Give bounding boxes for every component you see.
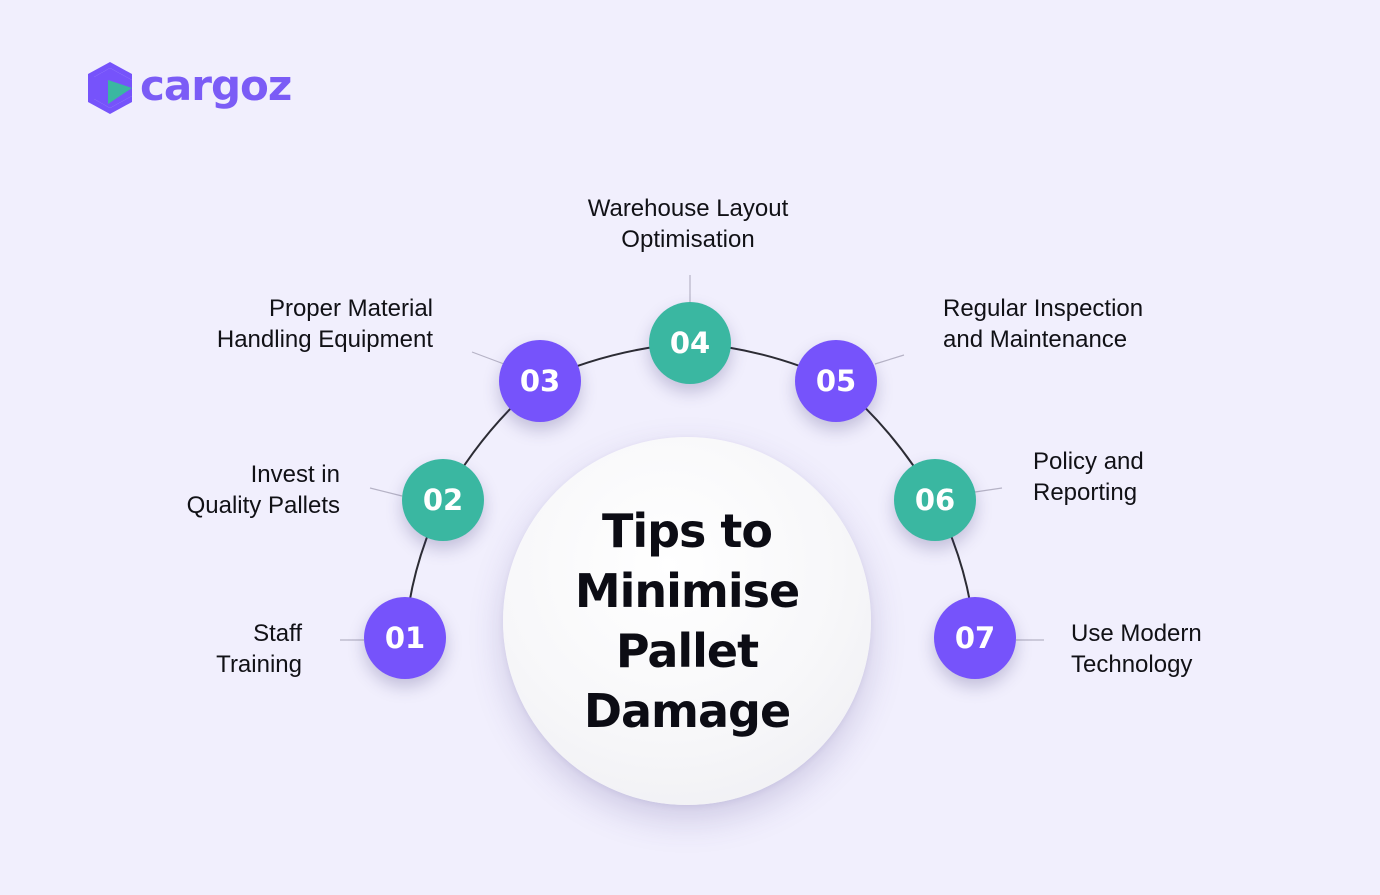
- step-badge-01: 01: [364, 597, 446, 679]
- step-badge-06: 06: [894, 459, 976, 541]
- cargoz-logo-icon: [88, 62, 132, 114]
- brand-logo: cargoz: [86, 60, 292, 116]
- step-label-06: Policy and Reporting: [1033, 448, 1144, 506]
- step-label-02: Invest in Quality Pallets: [186, 461, 340, 519]
- brand-name: cargoz: [140, 60, 292, 110]
- center-disc: Tips to Minimise Pallet Damage: [503, 437, 871, 805]
- step-label-07: Use Modern Technology: [1071, 620, 1202, 678]
- leader-line-02: [369, 487, 403, 497]
- step-label-03: Proper Material Handling Equipment: [216, 295, 433, 353]
- leader-line-05: [874, 354, 905, 365]
- step-label-04: Warehouse Layout Optimisation: [587, 195, 789, 253]
- step-label-01: Staff Training: [216, 620, 302, 678]
- step-badge-05: 05: [795, 340, 877, 422]
- step-badge-03: 03: [499, 340, 581, 422]
- leader-line-03: [471, 351, 505, 365]
- step-badge-02: 02: [402, 459, 484, 541]
- leader-line-06: [974, 487, 1003, 493]
- step-label-05: Regular Inspection and Maintenance: [943, 295, 1144, 353]
- diagram-title: Tips to Minimise Pallet Damage: [574, 504, 800, 738]
- step-badge-04: 04: [649, 302, 731, 384]
- step-badge-07: 07: [934, 597, 1016, 679]
